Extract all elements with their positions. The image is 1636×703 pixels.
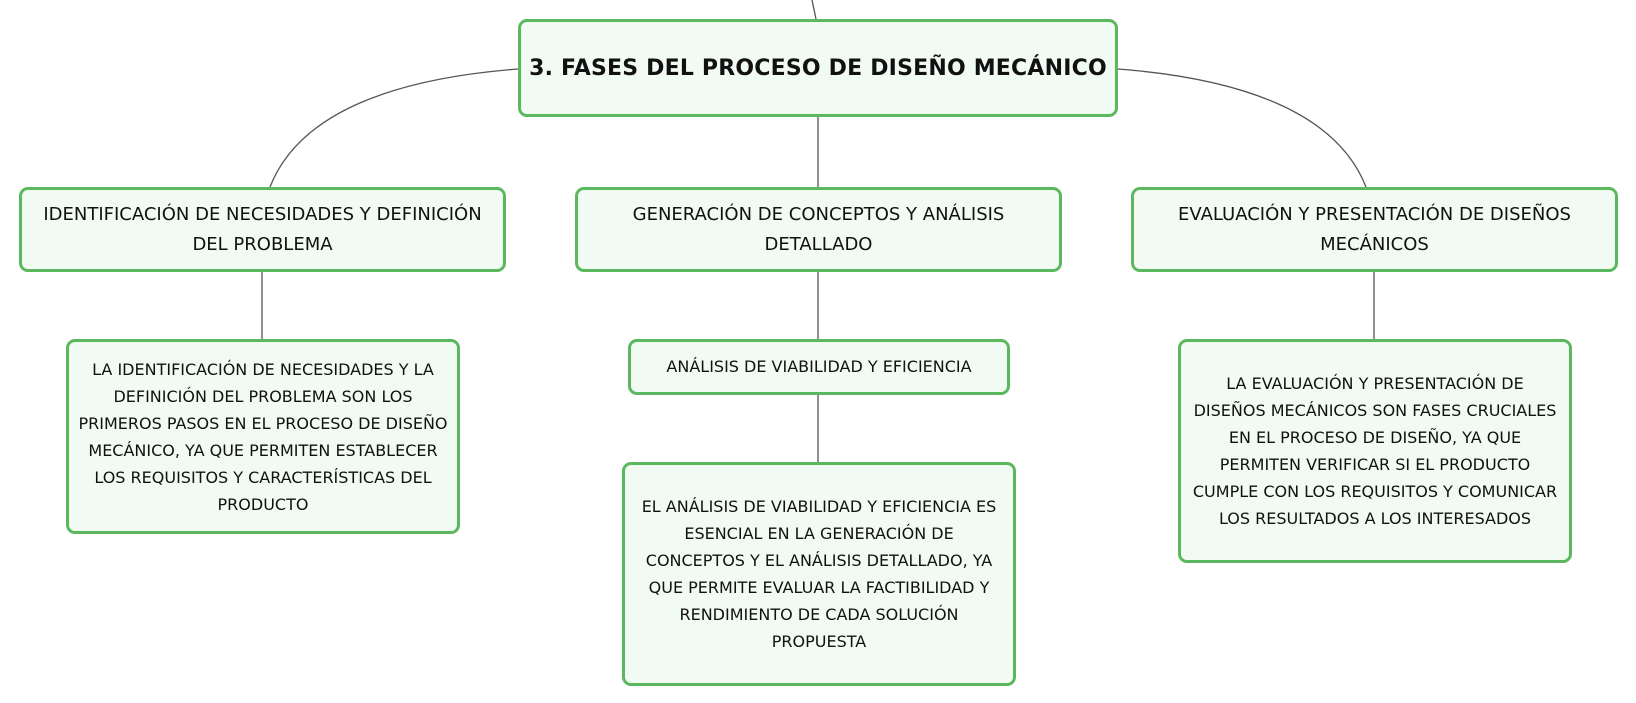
branch-label: EVALUACIÓN Y PRESENTACIÓN DE DISEÑOS MEC… [1178, 203, 1571, 255]
detail-text: EL ANÁLISIS DE VIABILIDAD Y EFICIENCIA E… [641, 497, 997, 651]
detail-text: LA IDENTIFICACIÓN DE NECESIDADES Y LA DE… [78, 359, 448, 514]
branch-node-evaluacion[interactable]: EVALUACIÓN Y PRESENTACIÓN DE DISEÑOS MEC… [1131, 187, 1618, 272]
connector-root-to-branch-3 [1117, 68, 1367, 188]
root-topic-label: 3. FASES DEL PROCESO DE DISEÑO MECÁNICO [529, 55, 1107, 81]
branch-label: GENERACIÓN DE CONCEPTOS Y ANÁLISIS DETAL… [632, 203, 1005, 255]
root-topic-node[interactable]: 3. FASES DEL PROCESO DE DISEÑO MECÁNICO [518, 19, 1118, 117]
branch-node-identificacion[interactable]: IDENTIFICACIÓN DE NECESIDADES Y DEFINICI… [19, 187, 506, 272]
detail-node-evaluacion[interactable]: LA EVALUACIÓN Y PRESENTACIÓN DE DISEÑOS … [1178, 339, 1572, 563]
detail-node-viabilidad[interactable]: EL ANÁLISIS DE VIABILIDAD Y EFICIENCIA E… [622, 462, 1016, 686]
subtopic-label: ANÁLISIS DE VIABILIDAD Y EFICIENCIA [666, 357, 972, 376]
branch-label: IDENTIFICACIÓN DE NECESIDADES Y DEFINICI… [43, 203, 482, 255]
connector-root-to-branch-1 [269, 68, 519, 188]
connector-parent-to-root [811, 0, 817, 20]
branch-node-generacion[interactable]: GENERACIÓN DE CONCEPTOS Y ANÁLISIS DETAL… [575, 187, 1062, 272]
detail-text: LA EVALUACIÓN Y PRESENTACIÓN DE DISEÑOS … [1192, 374, 1558, 528]
subtopic-node-viabilidad[interactable]: ANÁLISIS DE VIABILIDAD Y EFICIENCIA [628, 339, 1010, 395]
detail-node-identificacion[interactable]: LA IDENTIFICACIÓN DE NECESIDADES Y LA DE… [66, 339, 460, 534]
